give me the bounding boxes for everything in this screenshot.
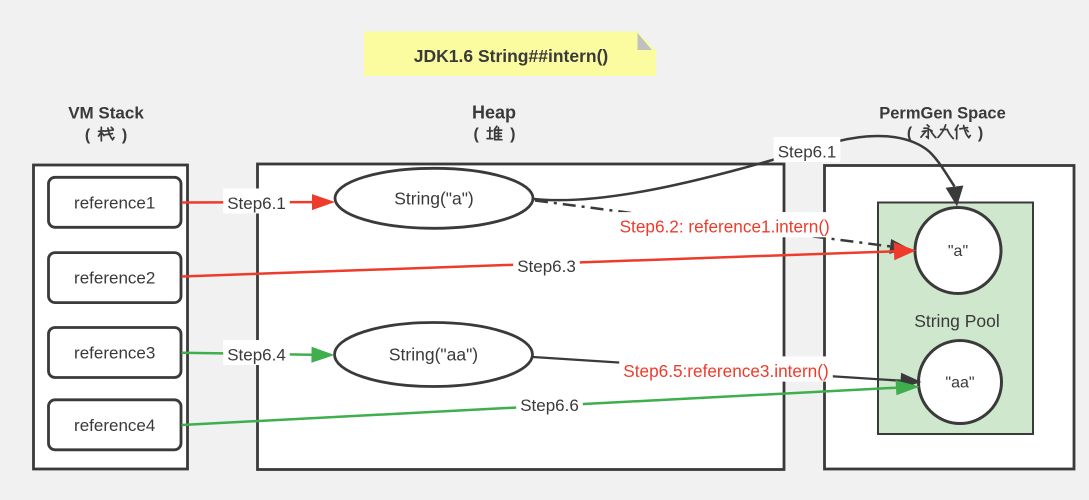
svg-text:String("aa"): String("aa"): [389, 345, 478, 365]
svg-text:Step6.1: Step6.1: [778, 142, 837, 161]
svg-text:reference1: reference1: [74, 193, 155, 212]
svg-text:Step6.1: Step6.1: [227, 194, 286, 213]
svg-text:Step6.4: Step6.4: [227, 345, 286, 364]
svg-text:): ): [978, 125, 983, 142]
svg-text:Step6.5:reference3.intern(): Step6.5:reference3.intern(): [623, 361, 828, 381]
svg-text:reference2: reference2: [74, 269, 155, 288]
svg-text:Step6.2: reference1.intern(): Step6.2: reference1.intern(): [620, 217, 830, 237]
svg-text:Heap: Heap: [472, 103, 516, 123]
svg-text:): ): [122, 127, 127, 144]
svg-text:String("a"): String("a"): [394, 189, 474, 209]
svg-text:VM Stack: VM Stack: [68, 104, 144, 123]
svg-text:PermGen Space: PermGen Space: [879, 105, 1006, 123]
svg-text:): ): [510, 126, 515, 143]
svg-text:JDK1.6 String##intern(): JDK1.6 String##intern(): [414, 46, 608, 66]
svg-text:(: (: [85, 127, 91, 144]
svg-text:Step6.3: Step6.3: [517, 257, 576, 276]
svg-text:"aa": "aa": [945, 375, 974, 392]
svg-text:(: (: [474, 126, 480, 143]
svg-text:String Pool: String Pool: [914, 311, 1000, 331]
svg-text:(: (: [907, 125, 913, 142]
svg-text:"a": "a": [948, 243, 968, 260]
svg-text:Step6.6: Step6.6: [520, 396, 579, 415]
svg-text:reference3: reference3: [74, 344, 155, 363]
svg-text:reference4: reference4: [74, 416, 155, 435]
